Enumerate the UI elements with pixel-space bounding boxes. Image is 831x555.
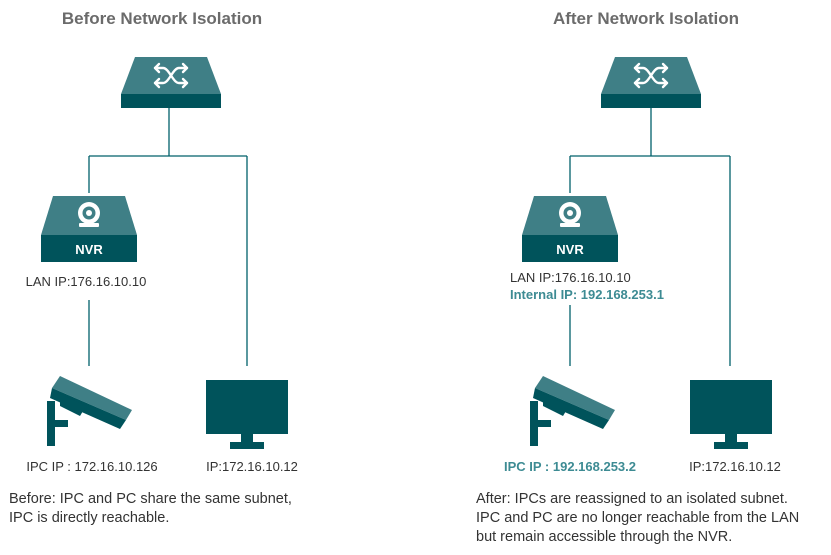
nvr-internal-ip: Internal IP: 192.168.253.1 [510, 287, 664, 302]
after-title: After Network Isolation [553, 9, 739, 28]
monitor-icon [206, 380, 288, 449]
nvr-icon: NVR [41, 196, 137, 262]
before-panel: Before Network Isolation NVR LAN IP:176.… [9, 9, 298, 526]
pc-ip-label: IP:172.16.10.12 [689, 459, 781, 474]
nvr-lan-ip: LAN IP:176.16.10.10 [510, 270, 631, 285]
before-note-line-1: Before: IPC and PC share the same subnet… [9, 491, 292, 507]
after-note-line-2: IPC and PC are no longer reachable from … [476, 510, 799, 526]
before-title: Before Network Isolation [62, 9, 262, 28]
ipc-ip-label: IPC IP : 192.168.253.2 [504, 459, 636, 474]
monitor-icon [690, 380, 772, 449]
nvr-icon: NVR [522, 196, 618, 262]
pc-ip-label: IP:172.16.10.12 [206, 459, 298, 474]
before-note-line-2: IPC is directly reachable. [9, 510, 169, 526]
after-note-line-1: After: IPCs are reassigned to an isolate… [476, 491, 788, 507]
nvr-lan-ip: LAN IP:176.16.10.10 [26, 274, 147, 289]
after-panel: After Network Isolation NVR LAN IP:176.1… [476, 9, 799, 545]
nvr-label: NVR [556, 242, 584, 257]
switch-icon [599, 55, 703, 110]
after-note-line-3: but remain accessible through the NVR. [476, 529, 732, 545]
after-connection-lines [569, 108, 731, 366]
camera-icon [47, 376, 132, 446]
camera-icon [530, 376, 615, 446]
nvr-label: NVR [75, 242, 103, 257]
before-connection-lines [88, 108, 248, 366]
ipc-ip-label: IPC IP : 172.16.10.126 [26, 459, 157, 474]
switch-icon [119, 55, 223, 110]
